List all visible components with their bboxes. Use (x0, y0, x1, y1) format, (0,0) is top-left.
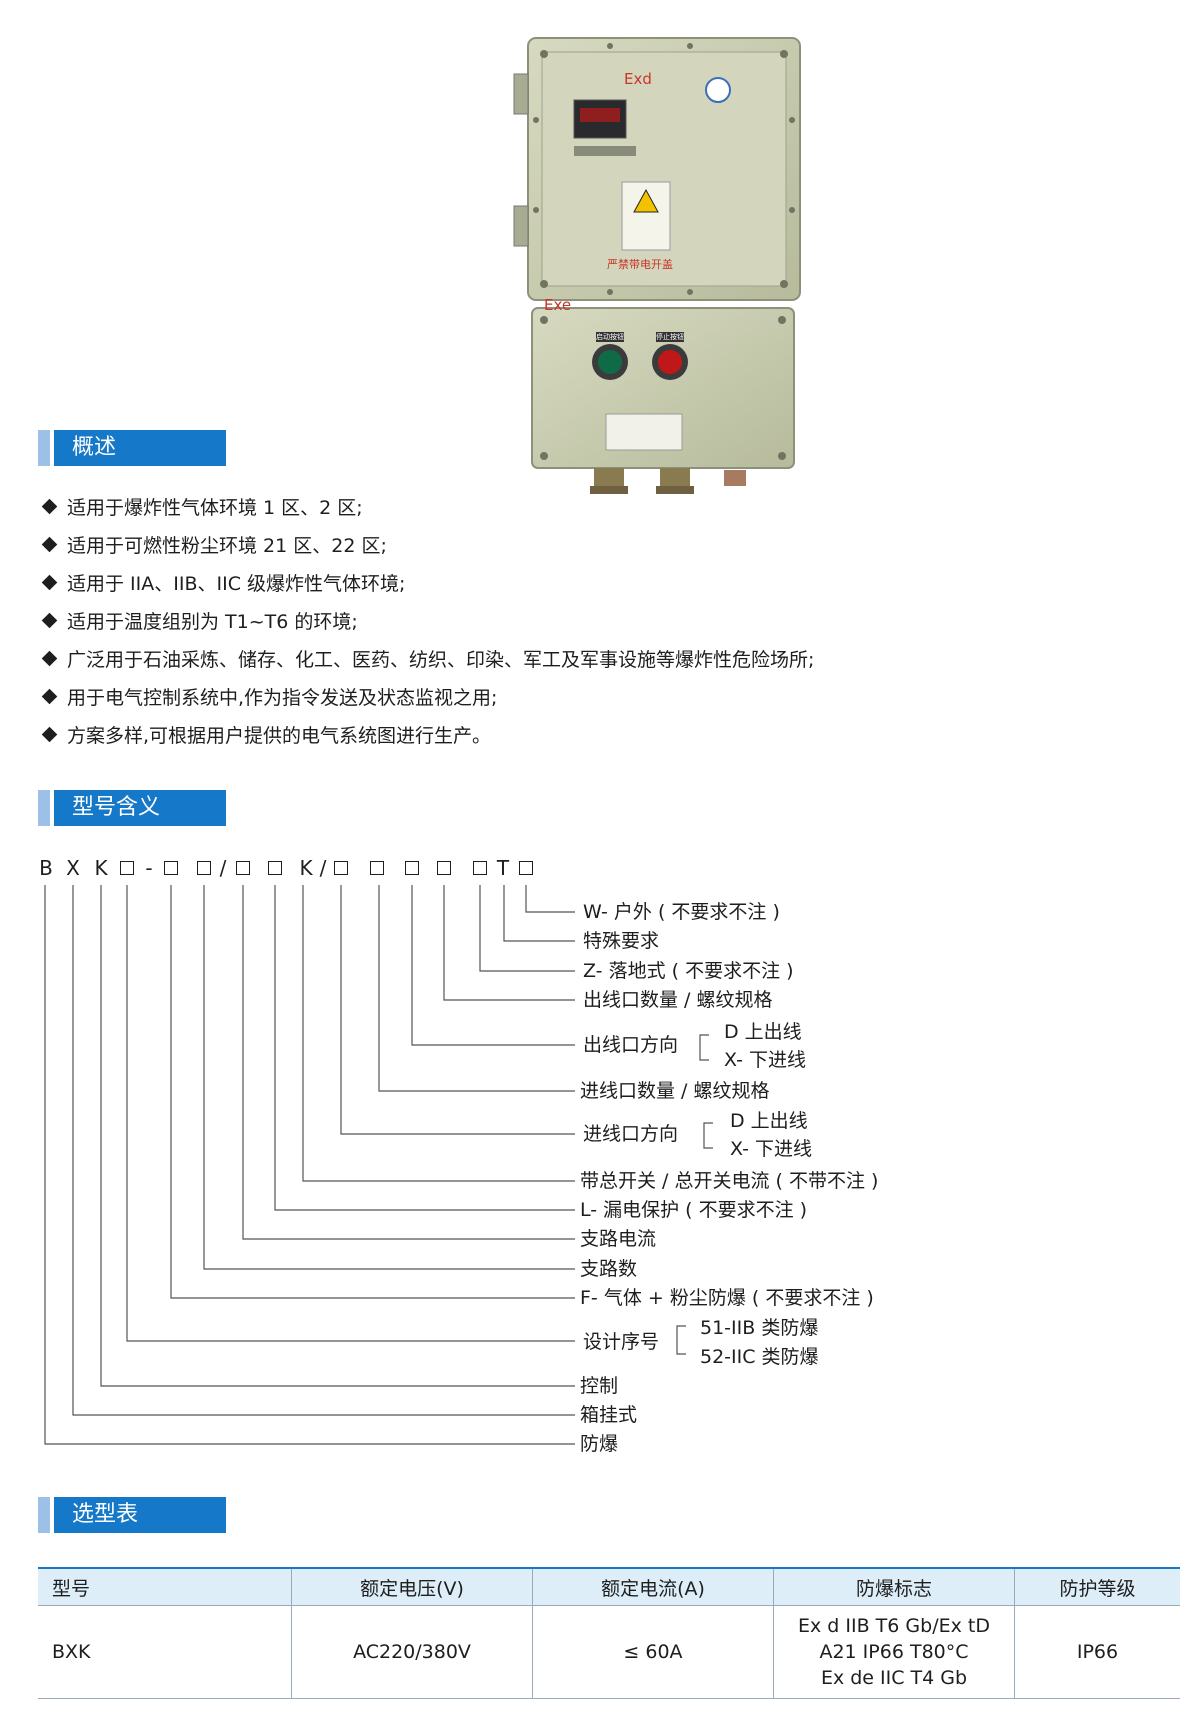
start-button-label: 启动按钮 (596, 333, 624, 341)
cell-model: BXK (38, 1605, 292, 1699)
model-label-floor: Z- 落地式 ( 不要求不注 ) (583, 960, 794, 982)
code-box (268, 861, 282, 875)
model-label-outdoor: W- 户外 ( 不要求不注 ) (583, 901, 780, 923)
overview-bullet: 广泛用于石油采炼、储存、化工、医药、纺织、印染、军工及军事设施等爆炸性危险场所; (40, 648, 814, 672)
model-label-leakage: L- 漏电保护 ( 不要求不注 ) (580, 1199, 808, 1221)
model-label-inlet-direction: 进线口方向 (583, 1123, 679, 1145)
model-label-explosion-proof: 防爆 (580, 1433, 619, 1455)
overview-heading: 概述 (38, 430, 226, 466)
code-char-k: K (94, 856, 108, 880)
column-header: 额定电流(A) (532, 1567, 774, 1606)
out-direction-option: D 上出线 (724, 1021, 802, 1043)
code-char-dash: - (145, 856, 153, 880)
product-image (513, 37, 801, 494)
code-box (370, 861, 384, 875)
column-header: 防爆标志 (773, 1567, 1015, 1606)
code-box (334, 861, 348, 875)
exd-label: Exd (624, 70, 652, 88)
in-direction-option: D 上出线 (730, 1110, 808, 1132)
cell-marking: Ex d IIB T6 Gb/Ex tD A21 IP66 T80°C Ex d… (773, 1605, 1015, 1699)
model-meaning-heading: 型号含义 (38, 790, 226, 826)
model-label-special: 特殊要求 (583, 930, 660, 952)
selection-table: 型号 额定电压(V) 额定电流(A) 防爆标志 防护等级 BXK AC220/3… (38, 1567, 1180, 1699)
code-box (437, 861, 451, 875)
stop-button-label: 停止按钮 (656, 333, 684, 341)
code-char-x: X (66, 856, 80, 880)
design-option: 52-IIC 类防爆 (700, 1346, 819, 1368)
code-char-slash: / (319, 856, 327, 880)
code-box (164, 861, 178, 875)
marking-line: Ex d IIB T6 Gb/Ex tD (798, 1615, 990, 1637)
model-label-main-switch: 带总开关 / 总开关电流 ( 不带不注 ) (580, 1170, 879, 1192)
code-box (197, 861, 211, 875)
model-label-branch-current: 支路电流 (580, 1228, 657, 1250)
exe-label: Exe (544, 296, 572, 314)
overview-bullet: 适用于爆炸性气体环境 1 区、2 区; (40, 496, 363, 520)
model-label-branch-count: 支路数 (580, 1258, 638, 1280)
model-label-outlet-count: 出线口数量 / 螺纹规格 (583, 989, 773, 1011)
model-label-wall-mounted: 箱挂式 (580, 1404, 638, 1426)
table-header-row: 型号 额定电压(V) 额定电流(A) 防爆标志 防护等级 (38, 1567, 1180, 1606)
code-char-t: T (496, 856, 510, 880)
marking-line: Ex de IIC T4 Gb (820, 1667, 968, 1689)
overview-bullet: 适用于可燃性粉尘环境 21 区、22 区; (40, 534, 387, 558)
cell-voltage: AC220/380V (291, 1605, 533, 1699)
out-direction-option: X- 下进线 (724, 1049, 806, 1071)
overview-bullet: 方案多样,可根据用户提供的电气系统图进行生产。 (40, 724, 491, 748)
model-label-gas-dust: F- 气体 + 粉尘防爆 ( 不要求不注 ) (580, 1287, 874, 1309)
column-header: 型号 (38, 1567, 292, 1606)
marking-line: A21 IP66 T80°C (819, 1641, 969, 1663)
overview-bullet: 用于电气控制系统中,作为指令发送及状态监视之用; (40, 686, 497, 710)
code-box (473, 861, 487, 875)
design-option: 51-IIB 类防爆 (700, 1317, 819, 1339)
table-row: BXK AC220/380V ≤ 60A Ex d IIB T6 Gb/Ex t… (38, 1605, 1180, 1699)
column-header: 防护等级 (1014, 1567, 1180, 1606)
warning-label: 严禁带电开盖 (607, 258, 673, 271)
code-char-k: K (299, 856, 313, 880)
cell-current: ≤ 60A (532, 1605, 774, 1699)
code-box (120, 861, 134, 875)
model-label-design-number: 设计序号 (583, 1331, 660, 1353)
model-label-outlet-direction: 出线口方向 (583, 1034, 679, 1056)
model-label-control: 控制 (580, 1375, 619, 1397)
code-box (519, 861, 533, 875)
code-box (236, 861, 250, 875)
in-direction-option: X- 下进线 (730, 1138, 812, 1160)
column-header: 额定电压(V) (291, 1567, 533, 1606)
model-label-inlet-count: 进线口数量 / 螺纹规格 (580, 1080, 770, 1102)
code-box (405, 861, 419, 875)
code-char-slash: / (219, 856, 227, 880)
overview-bullet: 适用于温度组别为 T1~T6 的环境; (40, 610, 358, 634)
selection-table-heading: 选型表 (38, 1497, 226, 1533)
overview-bullet: 适用于 IIA、IIB、IIC 级爆炸性气体环境; (40, 572, 405, 596)
code-char-b: B (39, 856, 53, 880)
cell-protection: IP66 (1014, 1605, 1180, 1699)
